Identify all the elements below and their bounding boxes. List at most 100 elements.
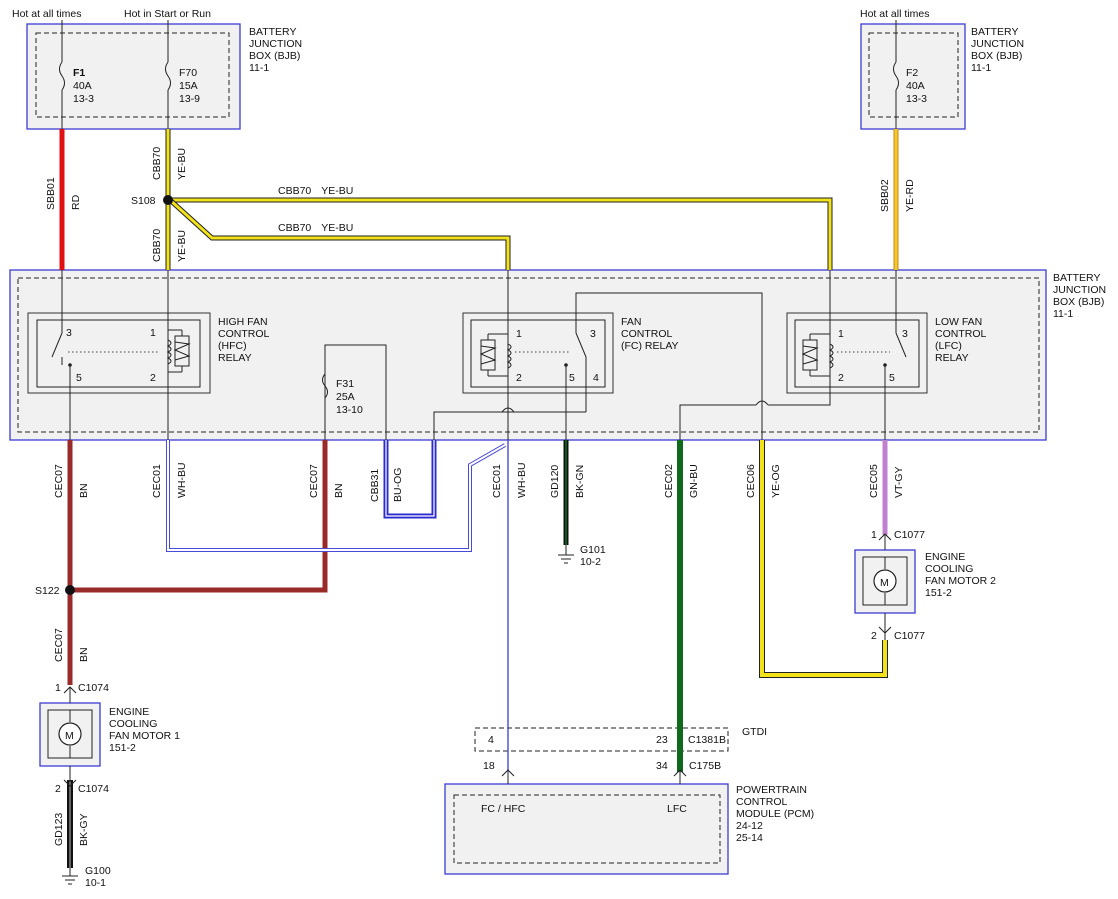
svg-text:23: 23 (656, 734, 668, 746)
svg-text:2: 2 (55, 783, 61, 795)
wire-cec01-a (166, 440, 506, 552)
svg-text:40A: 40A (73, 80, 92, 92)
c1074-bottom-label: C1074 (78, 783, 109, 795)
svg-text:MODULE (PCM): MODULE (PCM) (736, 808, 814, 820)
svg-text:BATTERY: BATTERY (1053, 272, 1100, 284)
svg-text:CONTROL: CONTROL (736, 796, 787, 808)
svg-text:RELAY: RELAY (218, 352, 252, 364)
svg-text:11-1: 11-1 (249, 62, 269, 74)
hfc-relay-box (27, 312, 211, 394)
svg-text:11-1: 11-1 (1053, 308, 1073, 320)
wire-cbb70-mid-branch (168, 198, 511, 270)
fc-relay-box (462, 312, 614, 394)
svg-text:3: 3 (902, 328, 908, 340)
svg-text:4: 4 (488, 734, 494, 746)
wire-cec01-a-label: CEC01 WH-BU (151, 462, 188, 498)
svg-text:FAN MOTOR 1: FAN MOTOR 1 (109, 730, 180, 742)
svg-text:5: 5 (76, 372, 82, 384)
svg-text:BOX (BJB): BOX (BJB) (1053, 296, 1104, 308)
wire-cec05-label: CEC05 VT-GY (868, 464, 905, 498)
svg-text:1: 1 (516, 328, 522, 340)
label-hot-start-run: Hot in Start or Run (124, 8, 211, 20)
svg-text:13-9: 13-9 (179, 93, 200, 105)
wire-cec02-label: CEC02 GN-BU (663, 464, 700, 498)
svg-text:VT-GY: VT-GY (893, 466, 905, 498)
svg-text:15A: 15A (179, 80, 198, 92)
svg-text:CEC01: CEC01 (491, 464, 503, 498)
svg-text:JUNCTION: JUNCTION (971, 38, 1024, 50)
fuse-f70-label: F70 15A 13-9 (179, 67, 200, 105)
svg-text:SBB02: SBB02 (879, 179, 891, 212)
fuse-f31-icon (322, 373, 328, 399)
svg-text:YE-BU: YE-BU (176, 148, 188, 180)
fuse-f2-label: F2 40A 13-3 (906, 67, 927, 105)
svg-text:13-3: 13-3 (906, 93, 927, 105)
svg-text:M: M (65, 730, 74, 742)
svg-text:BN: BN (78, 647, 90, 662)
c1381b-label: 4 23 C1381B GTDI (488, 726, 767, 746)
svg-text:F70: F70 (179, 67, 197, 79)
svg-text:FAN MOTOR 2: FAN MOTOR 2 (925, 575, 996, 587)
svg-text:CEC07: CEC07 (53, 464, 65, 498)
svg-text:ENGINE: ENGINE (925, 551, 965, 563)
svg-text:G100: G100 (85, 865, 111, 877)
splice-s122 (65, 585, 75, 595)
wire-cec01-b-label: CEC01 WH-BU (491, 462, 528, 498)
svg-text:CONTROL: CONTROL (621, 328, 672, 340)
wire-cec06-label: CEC06 YE-OG (745, 464, 782, 498)
pcm-pin-lfc: LFC (667, 803, 687, 815)
svg-text:5: 5 (889, 372, 895, 384)
wire-sbb01-label: SBB01 RD (45, 177, 82, 210)
label-hot-all-left: Hot at all times (12, 8, 81, 20)
fan-motor-1-label: ENGINE COOLING FAN MOTOR 1 151-2 (109, 706, 180, 754)
c175b-pin34-icon (673, 769, 687, 777)
svg-text:GN-BU: GN-BU (688, 464, 700, 498)
ground-g100-label: G100 10-1 (85, 865, 111, 889)
svg-text:1: 1 (838, 328, 844, 340)
svg-text:5: 5 (569, 372, 575, 384)
svg-text:2: 2 (871, 630, 877, 642)
svg-text:YE-BU: YE-BU (176, 230, 188, 262)
svg-text:13-10: 13-10 (336, 404, 363, 416)
motor-2-icon (873, 569, 897, 593)
svg-text:CBB70: CBB70 (151, 229, 163, 262)
label-hot-all-right: Hot at all times (860, 8, 929, 20)
pcm-box (444, 783, 729, 875)
c1077-top-pin-icon (878, 533, 892, 541)
svg-text:1: 1 (871, 529, 877, 541)
svg-text:WH-BU: WH-BU (516, 462, 528, 498)
svg-text:HIGH FAN: HIGH FAN (218, 316, 268, 328)
svg-text:BATTERY: BATTERY (249, 26, 296, 38)
svg-text:CEC05: CEC05 (868, 464, 880, 498)
wire-cec06 (759, 440, 888, 678)
svg-text:CBB70: CBB70 (151, 147, 163, 180)
splice-s108-label: S108 (131, 195, 156, 207)
svg-text:10-2: 10-2 (580, 556, 601, 568)
svg-text:13-3: 13-3 (73, 93, 94, 105)
svg-text:M: M (880, 577, 889, 589)
svg-text:JUNCTION: JUNCTION (249, 38, 302, 50)
svg-text:G101: G101 (580, 544, 606, 556)
svg-text:151-2: 151-2 (925, 587, 952, 599)
svg-text:GTDI: GTDI (742, 726, 767, 738)
fuse-f1-label: F1 40A 13-3 (73, 67, 94, 105)
c175b-label: 18 34 C175B (483, 760, 721, 772)
wire-gd120-label: GD120 BK-GN (549, 465, 586, 498)
svg-text:(HFC): (HFC) (218, 340, 247, 352)
svg-text:RELAY: RELAY (935, 352, 969, 364)
svg-text:3: 3 (66, 327, 72, 339)
bjb-main-inner (17, 277, 1040, 433)
wire-cec07-b (72, 440, 328, 593)
ground-g101-icon (558, 545, 574, 564)
wire-cbb31-label: CBB31 BU-OG (369, 468, 404, 502)
wire-cec07-c-label: CEC07 BN (53, 628, 90, 662)
svg-text:2: 2 (838, 372, 844, 384)
svg-text:CEC07: CEC07 (53, 628, 65, 662)
c1077-top-label: C1077 (894, 529, 925, 541)
svg-text:40A: 40A (906, 80, 925, 92)
svg-text:BOX (BJB): BOX (BJB) (971, 50, 1022, 62)
svg-text:SBB01: SBB01 (45, 177, 57, 210)
hfc-relay-label: HIGH FAN CONTROL (HFC) RELAY (218, 316, 269, 364)
bjb-left-label: BATTERY JUNCTION BOX (BJB) 11-1 (249, 26, 302, 74)
